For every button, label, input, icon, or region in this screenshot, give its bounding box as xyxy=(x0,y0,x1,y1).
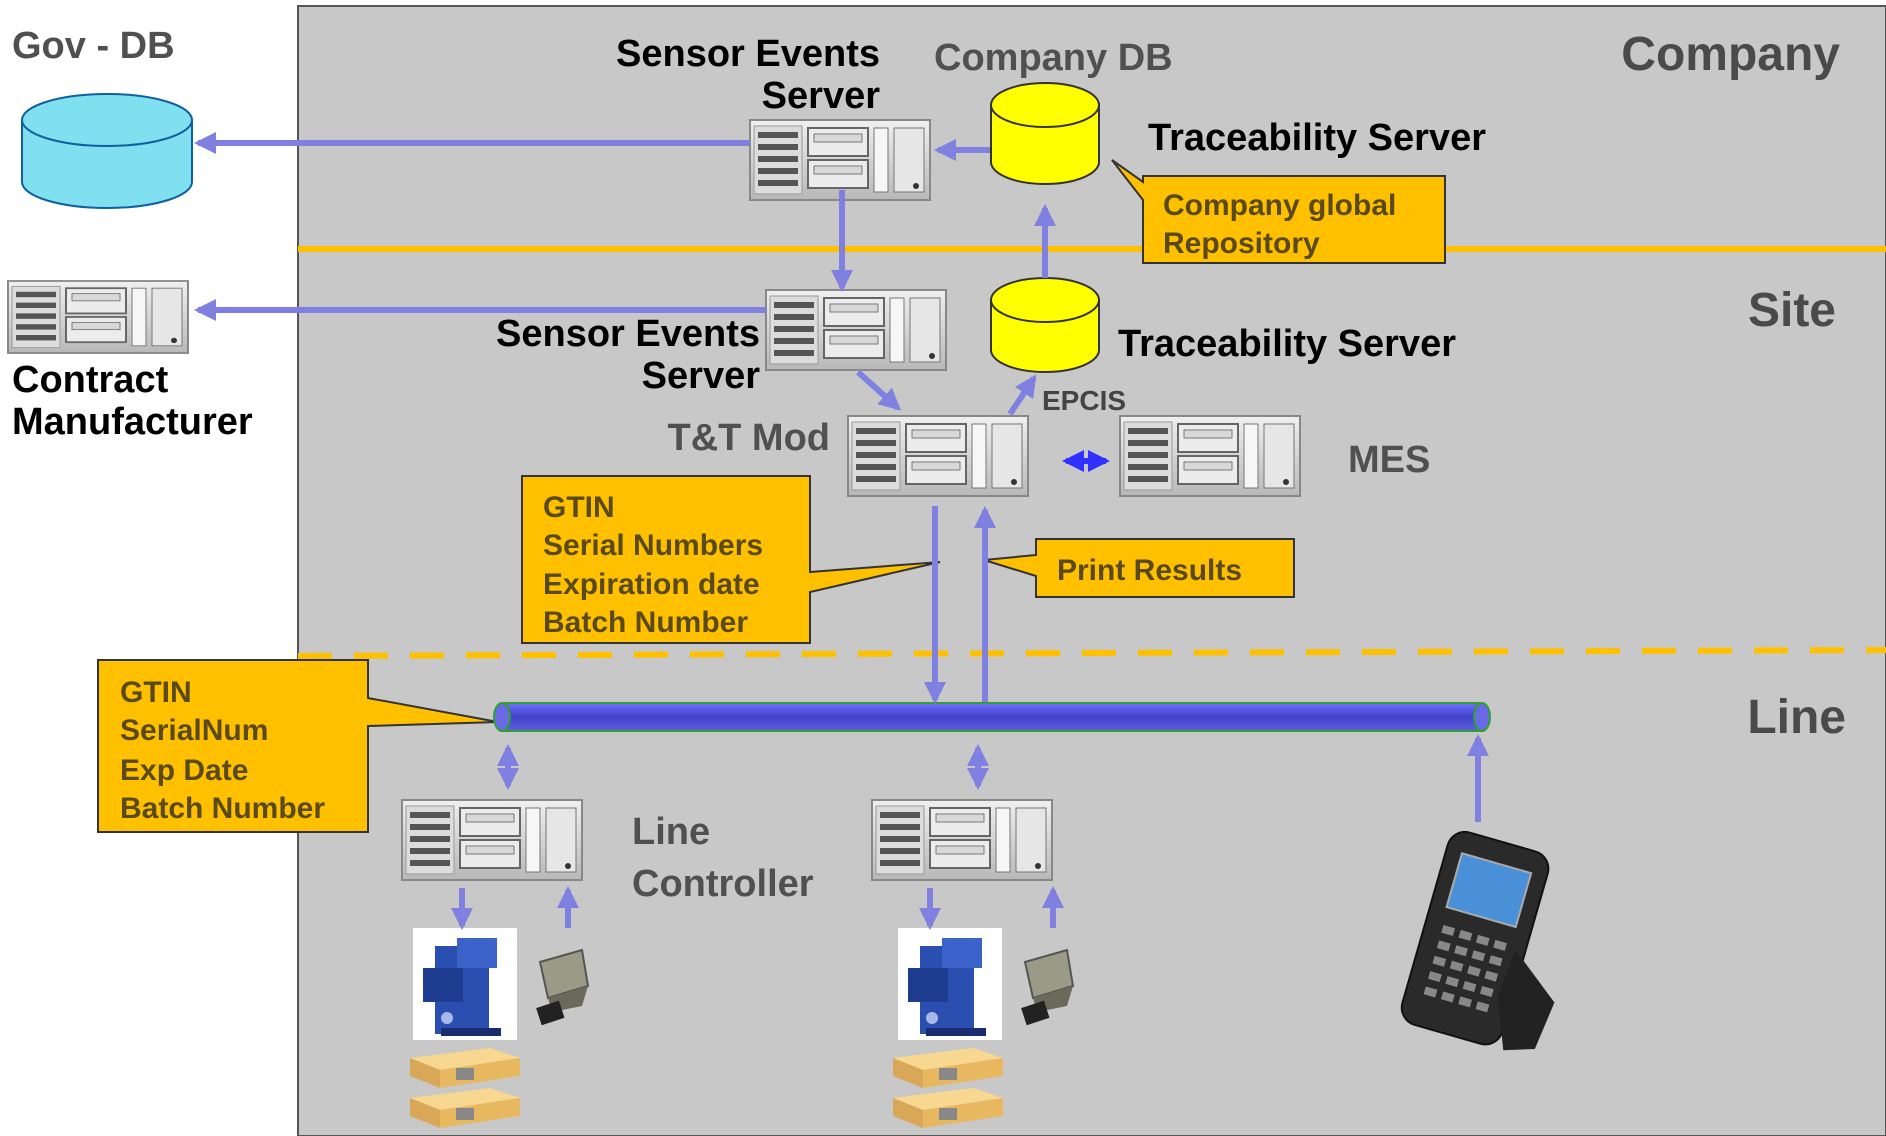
zone-label-line: Line xyxy=(1747,691,1846,744)
sensor-events-site-label-line1: Sensor Events xyxy=(496,313,760,355)
line-data-line4: Batch Number xyxy=(120,792,325,825)
line-controller-label-line2: Controller xyxy=(632,863,814,905)
contract-manufacturer-server-icon xyxy=(7,280,189,354)
site-traceability-database-icon xyxy=(990,277,1100,373)
gov-db-database-icon xyxy=(21,93,193,209)
sensor-events-site-label-line2: Server xyxy=(642,355,761,397)
tt-mod-server-icon xyxy=(847,415,1029,497)
printer-1-icon xyxy=(413,928,517,1040)
sensor-events-top-label-line2: Server xyxy=(762,75,881,117)
line-bus xyxy=(493,702,1491,732)
company-db-database-icon xyxy=(990,82,1100,185)
tt-data-line3: Expiration date xyxy=(543,568,760,601)
epcis-label: EPCIS xyxy=(1042,385,1126,416)
connector-arrows xyxy=(194,132,1489,930)
line-data-line1: GTIN xyxy=(120,676,192,709)
line-controller-1-server-icon xyxy=(401,799,583,881)
printer-2-icon xyxy=(898,928,1002,1040)
line-data-line2: SerialNum xyxy=(120,714,268,747)
company-db-label: Company DB xyxy=(934,37,1173,79)
mes-label: MES xyxy=(1348,439,1430,481)
print-results-callout: Print Results xyxy=(983,538,1295,598)
tt-data-line2: Serial Numbers xyxy=(543,529,763,562)
line-controller-2-server-icon xyxy=(871,799,1053,881)
tt-data-line1: GTIN xyxy=(543,491,615,524)
sensor-events-site-server-icon xyxy=(765,289,947,371)
sensor-events-top-label-line1: Sensor Events xyxy=(616,33,880,75)
company-repo-line2: Repository xyxy=(1163,227,1320,260)
mes-server-icon xyxy=(1119,415,1301,497)
line-data-callout: GTIN SerialNum Exp Date Batch Number xyxy=(97,659,499,833)
tt-data-callout: GTIN Serial Numbers Expiration date Batc… xyxy=(521,475,941,644)
zone-label-company: Company xyxy=(1621,28,1840,81)
contract-label-line1: Contract xyxy=(12,359,169,401)
gov-db-label: Gov - DB xyxy=(12,25,175,67)
site-line-divider xyxy=(297,647,1886,659)
company-repo-line1: Company global xyxy=(1163,189,1396,222)
zone-label-site: Site xyxy=(1748,284,1836,337)
contract-label-line2: Manufacturer xyxy=(12,401,253,443)
handheld-scanner-icon xyxy=(1400,830,1555,1051)
company-repository-callout: Company global Repository xyxy=(1111,159,1446,264)
tt-mod-label: T&T Mod xyxy=(667,417,830,459)
line-data-line3: Exp Date xyxy=(120,754,248,787)
sensor-events-top-server-icon xyxy=(749,119,931,201)
print-results-text: Print Results xyxy=(1057,554,1242,587)
line-controller-label-line1: Line xyxy=(632,811,710,853)
traceability-site-label: Traceability Server xyxy=(1118,323,1456,365)
tt-data-line4: Batch Number xyxy=(543,606,748,639)
traceability-company-label: Traceability Server xyxy=(1148,117,1486,159)
